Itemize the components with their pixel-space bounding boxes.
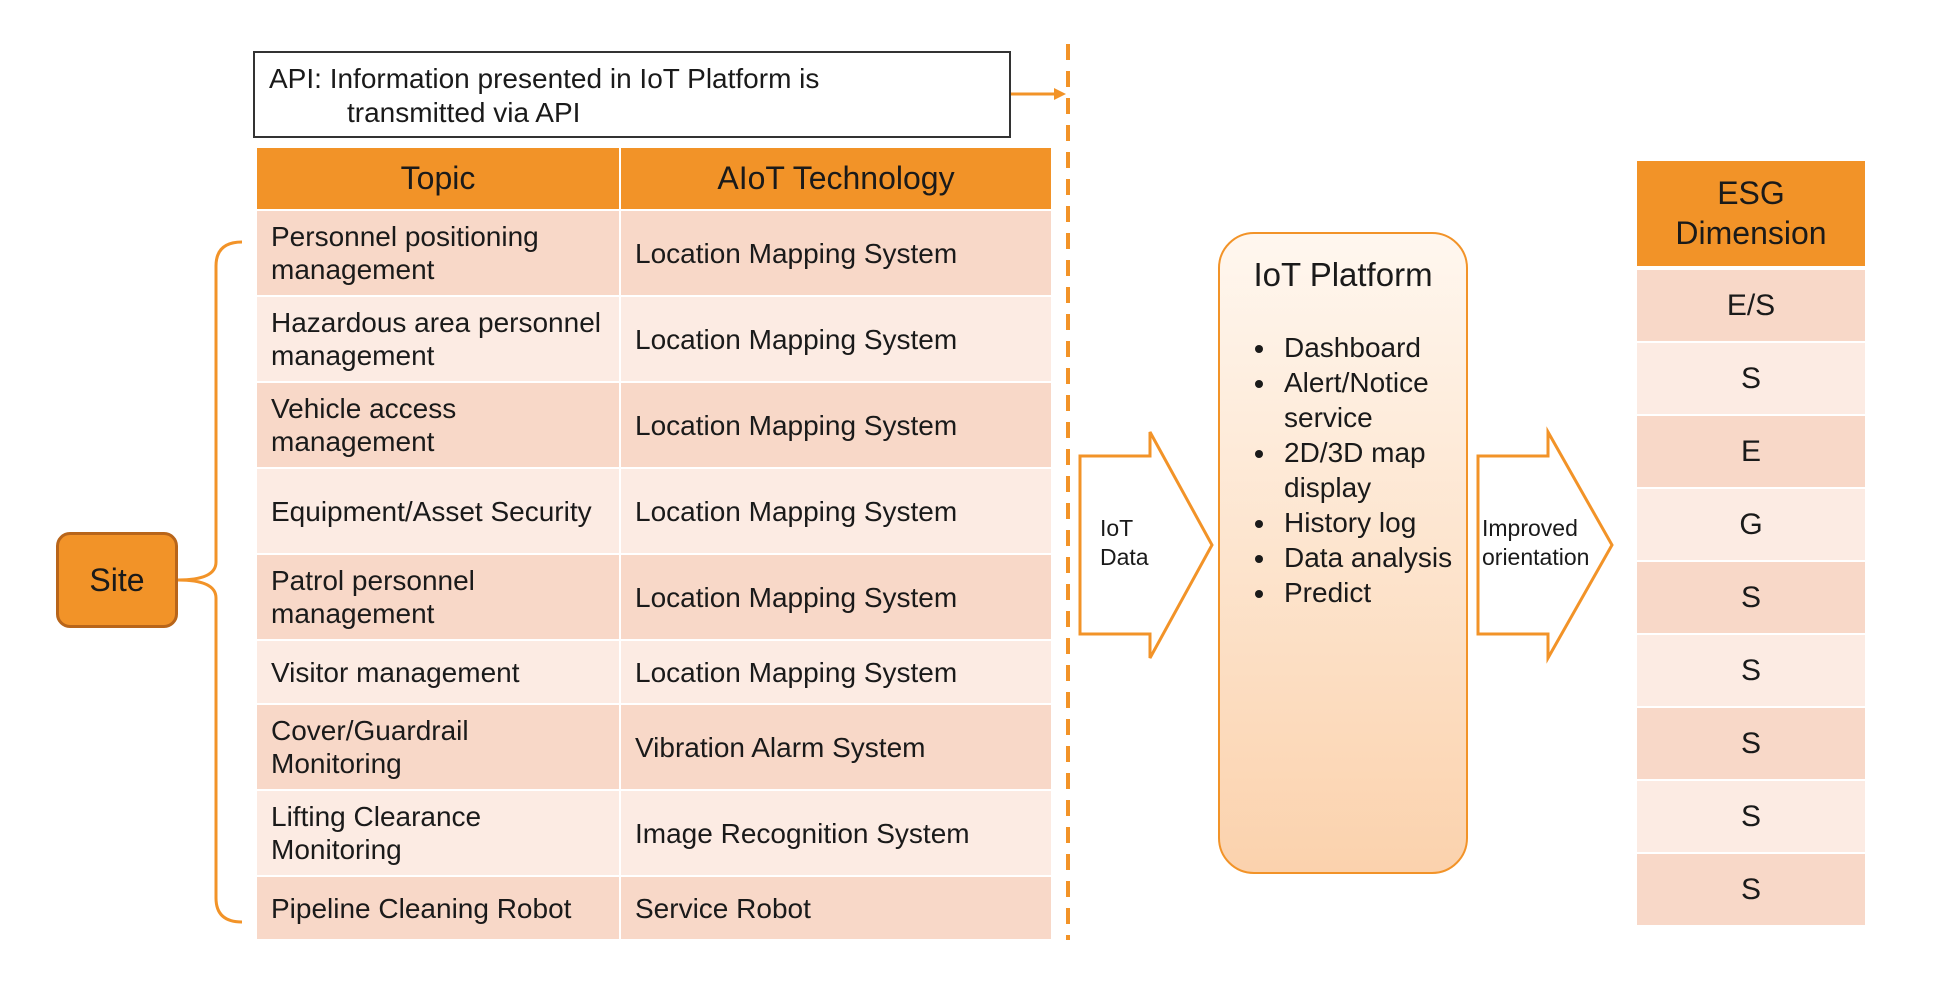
table-row: Pipeline Cleaning Robot Service Robot: [255, 875, 1053, 941]
topic-cell: Visitor management: [255, 639, 621, 705]
header-topic: Topic: [255, 146, 621, 211]
improved-orientation-label-line-2: orientation: [1482, 544, 1590, 570]
topic-cell: Equipment/Asset Security: [255, 467, 621, 555]
tech-cell: Location Mapping System: [619, 295, 1053, 383]
topic-cell: Hazardous area personnel management: [255, 295, 621, 383]
site-box: Site: [56, 532, 178, 628]
iot-data-label: IoT Data: [1100, 514, 1149, 572]
esg-cell: S: [1637, 854, 1865, 925]
table-row: Personnel positioning management Locatio…: [255, 209, 1053, 297]
topic-cell: Patrol personnel management: [255, 553, 621, 641]
tech-cell: Location Mapping System: [619, 639, 1053, 705]
esg-cell: E: [1637, 416, 1865, 487]
feature-item: 2D/3D map display: [1278, 435, 1466, 505]
header-aiot-technology: AIoT Technology: [619, 146, 1053, 211]
esg-cell: G: [1637, 489, 1865, 560]
feature-item: History log: [1278, 505, 1466, 540]
esg-dimension-header: ESG Dimension: [1637, 161, 1865, 266]
site-label: Site: [89, 561, 145, 598]
esg-header-line-2: Dimension: [1675, 215, 1827, 251]
tech-cell: Location Mapping System: [619, 209, 1053, 297]
topic-table: Topic AIoT Technology Personnel position…: [255, 146, 1053, 941]
feature-item: Data analysis: [1278, 540, 1466, 575]
table-row: Visitor management Location Mapping Syst…: [255, 639, 1053, 705]
iot-data-label-line-1: IoT: [1100, 515, 1134, 541]
esg-cell: S: [1637, 781, 1865, 852]
topic-cell: Cover/Guardrail Monitoring: [255, 703, 621, 791]
improved-orientation-label: Improved orientation: [1482, 514, 1589, 572]
iot-platform-box: IoT Platform Dashboard Alert/Notice serv…: [1218, 232, 1468, 874]
feature-item: Dashboard: [1278, 330, 1466, 365]
esg-cell: E/S: [1637, 270, 1865, 341]
improved-orientation-label-line-1: Improved: [1482, 515, 1578, 541]
esg-cell: S: [1637, 635, 1865, 706]
topic-cell: Pipeline Cleaning Robot: [255, 875, 621, 941]
api-note-line-2: transmitted via API: [347, 97, 581, 128]
table-row: Cover/Guardrail Monitoring Vibration Ala…: [255, 703, 1053, 791]
api-note-line-1: API: Information presented in IoT Platfo…: [269, 63, 820, 94]
iot-data-label-line-2: Data: [1100, 544, 1149, 570]
tech-cell: Service Robot: [619, 875, 1053, 941]
esg-cell: S: [1637, 708, 1865, 779]
api-note: API: Information presented in IoT Platfo…: [253, 51, 1011, 138]
tech-cell: Location Mapping System: [619, 381, 1053, 469]
table-row: Hazardous area personnel management Loca…: [255, 295, 1053, 383]
topic-cell: Lifting Clearance Monitoring: [255, 789, 621, 877]
table-row: Equipment/Asset Security Location Mappin…: [255, 467, 1053, 555]
iot-data-arrow: [1078, 431, 1214, 659]
table-row: Patrol personnel management Location Map…: [255, 553, 1053, 641]
site-bracket: [177, 240, 243, 924]
esg-cell: S: [1637, 343, 1865, 414]
tech-cell: Vibration Alarm System: [619, 703, 1053, 791]
table-header-row: Topic AIoT Technology: [255, 146, 1053, 211]
feature-item: Alert/Notice service: [1278, 365, 1466, 435]
table-row: Vehicle access management Location Mappi…: [255, 381, 1053, 469]
tech-cell: Location Mapping System: [619, 467, 1053, 555]
tech-cell: Location Mapping System: [619, 553, 1053, 641]
esg-cell: S: [1637, 562, 1865, 633]
feature-item: Predict: [1278, 575, 1466, 610]
tech-cell: Image Recognition System: [619, 789, 1053, 877]
esg-header-line-1: ESG: [1717, 175, 1785, 211]
iot-platform-title: IoT Platform: [1253, 256, 1433, 293]
api-arrow-head: [1054, 88, 1066, 100]
topic-cell: Vehicle access management: [255, 381, 621, 469]
iot-platform-feature-list: Dashboard Alert/Notice service 2D/3D map…: [1220, 330, 1466, 610]
table-row: Lifting Clearance Monitoring Image Recog…: [255, 789, 1053, 877]
improved-orientation-arrow: [1476, 426, 1614, 664]
topic-cell: Personnel positioning management: [255, 209, 621, 297]
esg-dimension-list: E/S S E G S S S S S: [1637, 270, 1865, 927]
